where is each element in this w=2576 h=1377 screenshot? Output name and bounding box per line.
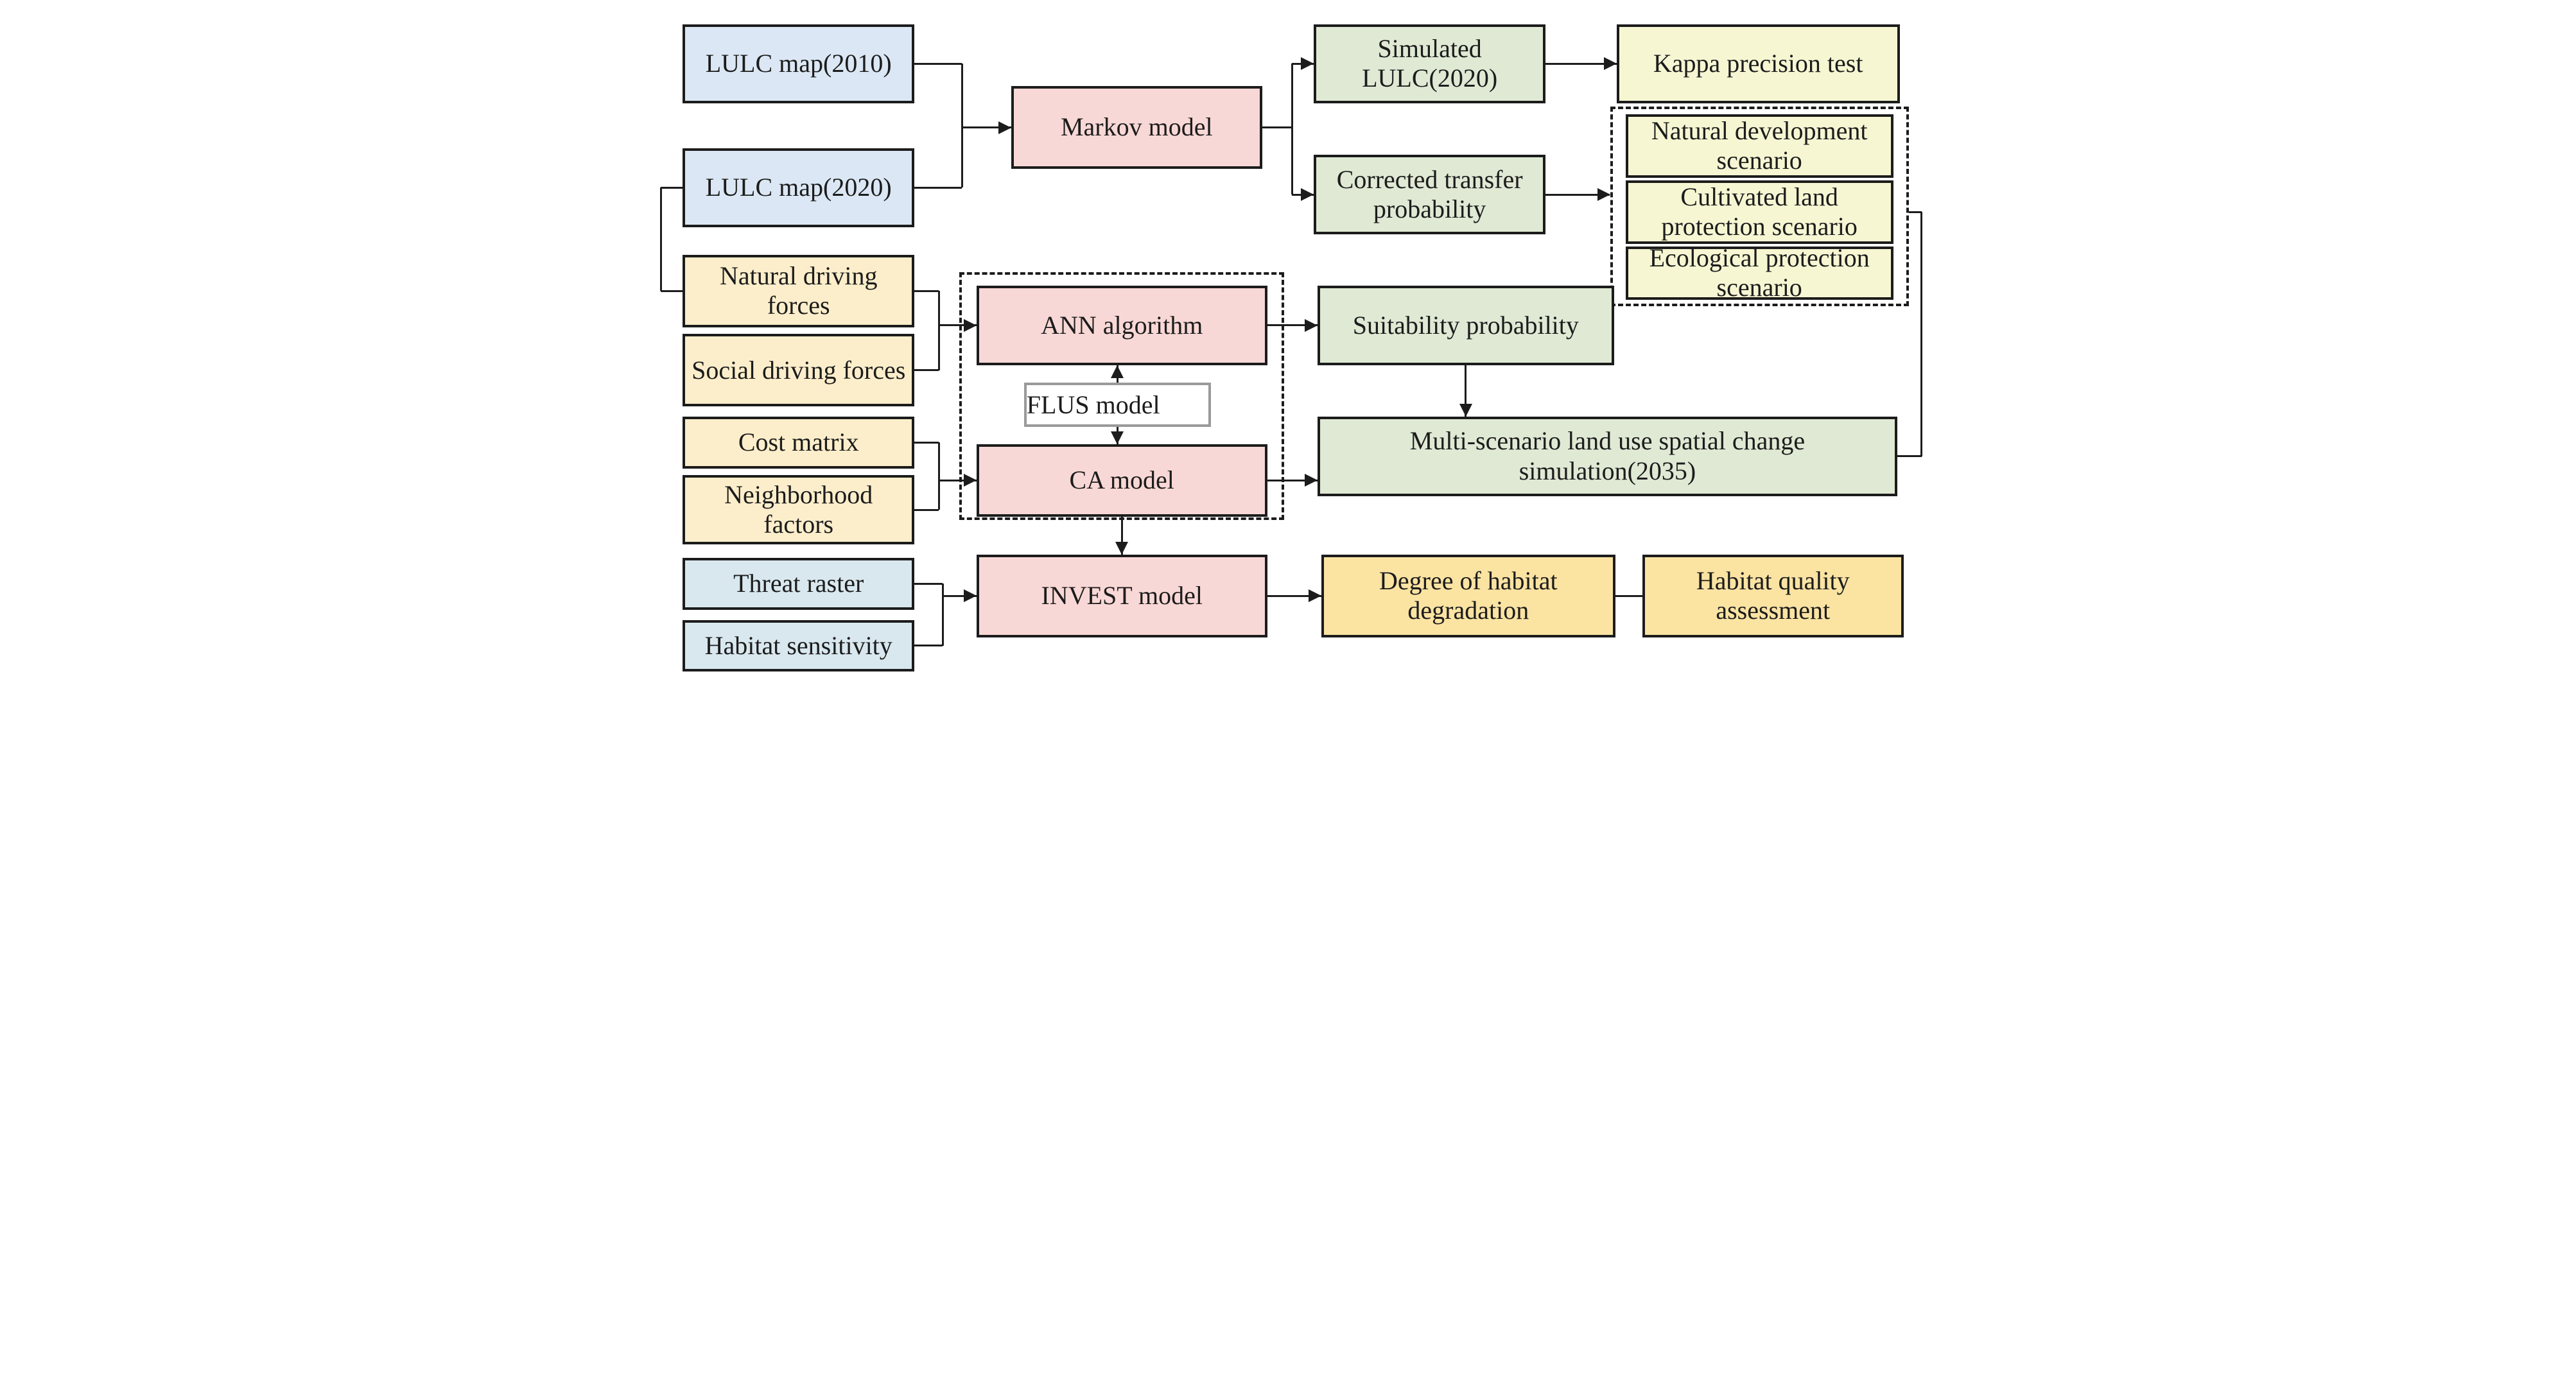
connector-social-driving-out	[914, 369, 939, 372]
connector-lulc-merge	[961, 64, 963, 188]
node-habitat-quality-assessment: Habitat quality assessment	[1642, 554, 1904, 637]
node-label: Multi-scenario land use spatial change s…	[1409, 426, 1806, 485]
node-neighborhood-factors: Neighborhood factors	[683, 475, 915, 544]
node-habitat-sensitivity: Habitat sensitivity	[683, 619, 915, 672]
node-label: Threat raster	[733, 569, 864, 598]
label-flus-model: FLUS model	[1023, 382, 1211, 428]
node-ann-algorithm: ANN algorithm	[976, 286, 1267, 365]
connector-habitat-sensitivity-out	[914, 645, 943, 647]
node-label: Kappa precision test	[1653, 49, 1863, 78]
connector-cost-out	[914, 441, 939, 444]
node-label: ANN algorithm	[1041, 310, 1203, 340]
connector-lulc2010-out	[914, 62, 962, 65]
connector-cost-merge	[937, 442, 940, 510]
connector-threat-out	[914, 582, 943, 585]
arrowhead-up-icon	[1111, 365, 1124, 378]
node-ca-model: CA model	[976, 444, 1267, 517]
node-label: Corrected transfer probability	[1336, 164, 1523, 224]
arrowhead-right-icon	[1597, 188, 1610, 202]
connector-merge-to-invest	[943, 594, 977, 597]
node-simulated-lulc-2020: Simulated LULC(2020)	[1314, 24, 1546, 103]
node-natural-driving-forces: Natural driving forces	[683, 255, 915, 327]
connector-scenarios-to-multi	[1897, 455, 1922, 458]
node-ecological-protection-scenario: Ecological protection scenario	[1625, 243, 1893, 302]
node-lulc-map-2020: LULC map(2020)	[683, 148, 915, 228]
connector-to-natural-driving	[661, 290, 683, 292]
node-label: Neighborhood factors	[724, 480, 873, 539]
arrowhead-right-icon	[1301, 188, 1314, 202]
connector-suitability-to-multi	[1465, 365, 1467, 417]
connector-driving-to-ann	[939, 324, 977, 327]
node-label: CA model	[1069, 465, 1174, 495]
group-scenarios	[1610, 107, 1909, 307]
arrowhead-down-icon	[1115, 541, 1129, 555]
connector-invest-to-degradation	[1267, 594, 1322, 597]
node-label: Cultivated land protection scenario	[1661, 182, 1858, 241]
connector-markov-out	[1262, 126, 1292, 128]
node-lulc-map-2010: LULC map(2010)	[683, 24, 915, 103]
node-corrected-transfer-probability: Corrected transfer probability	[1314, 155, 1546, 234]
connector-merge-to-ca	[939, 479, 977, 481]
connector-ca-to-invest	[1120, 516, 1123, 555]
connector-ca-to-multi	[1267, 479, 1318, 481]
connector-lulc2020-down	[659, 187, 662, 291]
arrowhead-right-icon	[998, 121, 1011, 134]
node-label: Markov model	[1060, 112, 1213, 142]
connector-threat-merge	[941, 584, 944, 646]
node-label: INVEST model	[1041, 580, 1203, 610]
node-kappa-precision-test: Kappa precision test	[1616, 24, 1900, 103]
node-label: Ecological protection scenario	[1649, 243, 1870, 302]
connector-simulated-to-kappa	[1545, 62, 1617, 65]
node-label: LULC map(2010)	[705, 49, 892, 78]
arrowhead-right-icon	[1305, 474, 1318, 487]
node-label: Cost matrix	[738, 428, 859, 457]
connector-merge-to-markov	[962, 126, 1011, 128]
connector-markov-branch	[1291, 64, 1293, 195]
node-multi-scenario-simulation: Multi-scenario land use spatial change s…	[1318, 417, 1897, 496]
connector-natural-driving-out	[914, 290, 939, 292]
node-label: Natural driving forces	[719, 261, 878, 320]
node-markov-model: Markov model	[1011, 86, 1262, 169]
connector-scenarios-out	[1908, 211, 1922, 213]
flowchart-canvas: LULC map(2010) LULC map(2020) Natural dr…	[644, 0, 1932, 689]
connector-ann-to-suitability	[1267, 324, 1318, 327]
node-suitability-probability: Suitability probability	[1318, 286, 1614, 365]
arrowhead-right-icon	[963, 589, 977, 603]
arrowhead-right-icon	[1301, 57, 1314, 71]
arrowhead-right-icon	[963, 474, 977, 487]
node-label: LULC map(2020)	[705, 173, 892, 202]
arrowhead-right-icon	[1603, 57, 1617, 71]
node-label: Suitability probability	[1352, 310, 1579, 340]
node-cultivated-land-protection-scenario: Cultivated land protection scenario	[1625, 180, 1893, 244]
arrowhead-down-icon	[1111, 431, 1124, 445]
node-degree-of-habitat-degradation: Degree of habitat degradation	[1321, 554, 1615, 637]
node-label: Simulated LULC(2020)	[1362, 33, 1498, 93]
node-label: Natural development scenario	[1651, 116, 1868, 175]
connector-corrected-to-scenarios	[1545, 193, 1610, 196]
node-label: Habitat quality assessment	[1696, 566, 1850, 625]
connector-scenarios-down	[1920, 212, 1923, 456]
arrowhead-right-icon	[1309, 589, 1322, 603]
arrowhead-right-icon	[1305, 318, 1318, 332]
node-threat-raster: Threat raster	[683, 558, 915, 610]
connector-neighborhood-out	[914, 508, 939, 511]
arrowhead-right-icon	[963, 318, 977, 332]
node-label: Degree of habitat degradation	[1379, 566, 1558, 625]
node-label: FLUS model	[1026, 390, 1160, 419]
connector-driving-merge	[937, 291, 940, 370]
node-invest-model: INVEST model	[976, 554, 1267, 637]
node-natural-development-scenario: Natural development scenario	[1625, 114, 1893, 178]
connector-lulc2020-out	[914, 186, 962, 189]
node-label: Habitat sensitivity	[704, 630, 892, 660]
connector-lulc2020-left	[661, 186, 683, 189]
node-label: Social driving forces	[692, 355, 906, 385]
arrowhead-down-icon	[1459, 404, 1472, 417]
node-cost-matrix: Cost matrix	[683, 417, 915, 469]
connector-degradation-to-quality	[1615, 594, 1642, 597]
node-social-driving-forces: Social driving forces	[683, 334, 915, 407]
